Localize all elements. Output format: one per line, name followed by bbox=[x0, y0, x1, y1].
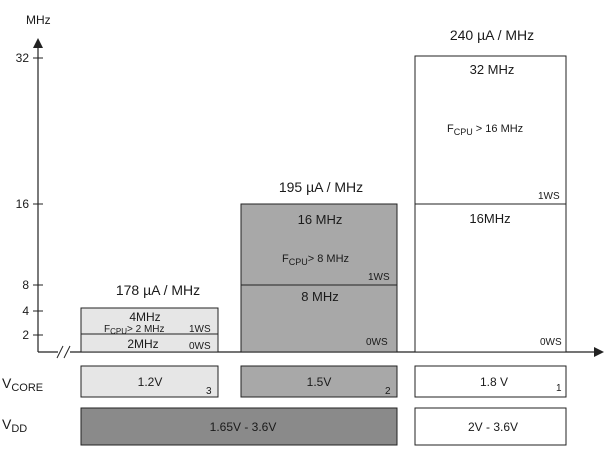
range1-freq-high: 32 MHz bbox=[470, 62, 515, 77]
tick-label-32: 32 bbox=[16, 51, 30, 65]
range1-number: 1 bbox=[556, 383, 562, 394]
range2-ws-high: 1WS bbox=[368, 272, 390, 283]
range3-vcore-box bbox=[80, 365, 219, 398]
vdd-low-range-box bbox=[80, 407, 398, 446]
range3-consumption: 178 µA / MHz bbox=[116, 282, 200, 298]
range2-vcore-box bbox=[240, 365, 398, 398]
range1-freq-low: 16MHz bbox=[469, 211, 510, 226]
range1-ws-low: 0WS bbox=[540, 337, 562, 348]
range2-block-upper bbox=[240, 203, 398, 286]
vdd-low-range-value: 1.65V - 3.6V bbox=[210, 420, 277, 434]
tick-label-16: 16 bbox=[16, 197, 30, 211]
axis-break-2 bbox=[63, 345, 71, 359]
range2-number: 2 bbox=[385, 386, 391, 397]
range2-vcore-value: 1.5V bbox=[307, 375, 332, 389]
range3-block-lower bbox=[80, 333, 219, 353]
range1-consumption: 240 µA / MHz bbox=[450, 27, 534, 43]
range1-ws-high: 1WS bbox=[538, 191, 560, 202]
range2-freq-high: 16 MHz bbox=[298, 212, 343, 227]
range3-ws-low: 0WS bbox=[189, 341, 211, 352]
range1-block-lower bbox=[414, 203, 567, 353]
range1-vcore-value: 1.8 V bbox=[480, 375, 508, 389]
range3-block-upper bbox=[80, 307, 219, 335]
tick-label-8: 8 bbox=[22, 278, 29, 292]
range1-condition: FCPU > 16 MHz bbox=[447, 123, 523, 137]
vdd-high-range-box bbox=[414, 407, 567, 446]
range3-ws-high: 1WS bbox=[189, 324, 211, 335]
range3-freq-low: 2MHz bbox=[127, 337, 158, 351]
vdd-row-label: VDD bbox=[2, 416, 27, 435]
tick-label-2: 2 bbox=[22, 328, 29, 342]
axis-break-1 bbox=[56, 345, 64, 359]
tick-label-4: 4 bbox=[22, 304, 29, 318]
vcore-row-label: VCORE bbox=[2, 375, 43, 394]
range2-ws-low: 0WS bbox=[366, 337, 388, 348]
y-axis-unit: MHz bbox=[26, 13, 51, 27]
range1-vcore-box bbox=[414, 365, 567, 398]
range3-condition: FCPU> 2 MHz bbox=[104, 324, 165, 336]
range2-freq-low: 8 MHz bbox=[301, 289, 339, 304]
range1-block-upper bbox=[414, 55, 567, 205]
range2-condition: FCPU> 8 MHz bbox=[282, 253, 349, 267]
range3-number: 3 bbox=[206, 386, 212, 397]
range3-freq-high: 4MHz bbox=[129, 310, 160, 324]
range3-vcore-value: 1.2V bbox=[138, 375, 163, 389]
range2-consumption: 195 µA / MHz bbox=[279, 179, 363, 195]
vdd-high-range-value: 2V - 3.6V bbox=[468, 420, 518, 434]
range2-block-lower bbox=[240, 284, 398, 353]
